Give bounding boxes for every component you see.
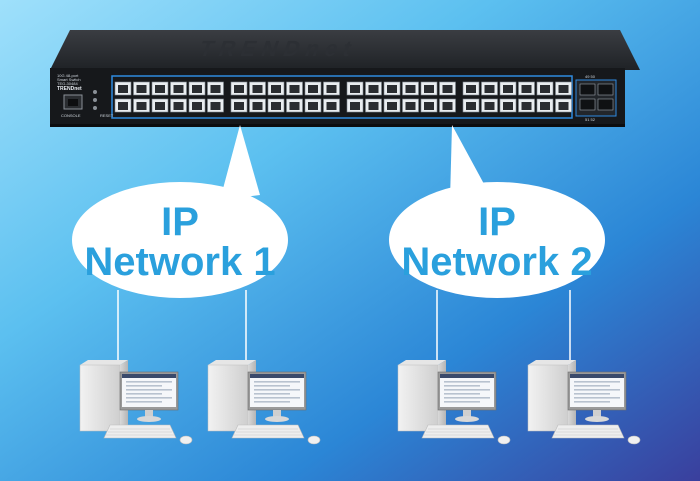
led-indicator (93, 98, 97, 102)
console-label: CONSOLE (61, 113, 81, 118)
mouse (627, 435, 641, 445)
keyboard (103, 424, 177, 439)
keyboard (421, 424, 495, 439)
network-1-label-line1: IP (161, 200, 199, 244)
network-2-label: IP Network 2 (397, 202, 597, 282)
computer (207, 360, 321, 445)
computer (527, 360, 641, 445)
sfp-port (579, 83, 596, 96)
led-indicator (93, 106, 97, 110)
network-switch (50, 30, 640, 127)
sfp-ports (579, 83, 614, 111)
computer (397, 360, 511, 445)
sfp-port (597, 98, 614, 111)
network-2-bubble (389, 125, 605, 298)
port-block-outline (111, 75, 573, 119)
keyboard (551, 424, 625, 439)
network-1-label: IP Network 1 (80, 202, 280, 282)
mouse (497, 435, 511, 445)
ethernet-ports (114, 81, 572, 113)
switch-top-panel (50, 30, 640, 70)
mouse (307, 435, 321, 445)
network-1-label-line2: Network 1 (84, 240, 276, 284)
switch-front-logo: TRENDnet (57, 86, 82, 92)
network-2-label-line1: IP (478, 200, 516, 244)
switch-front-panel (50, 68, 625, 126)
reset-label: RESET (100, 113, 114, 118)
switch-brand-logo: TRENDnet (196, 36, 362, 61)
mouse (179, 435, 193, 445)
sfp-port (579, 98, 596, 111)
cables (117, 290, 571, 365)
network-2-label-line2: Network 2 (401, 240, 593, 284)
computers (79, 360, 641, 445)
keyboard (231, 424, 305, 439)
network-1-bubble (72, 125, 288, 298)
switch-model-label: 10G 48-port Smart Switch TEG-30484 (57, 73, 81, 86)
sfp-label-top: 49 50 (585, 74, 596, 79)
led-indicator (93, 90, 97, 94)
sfp-port (597, 83, 614, 96)
sfp-label-bottom: 51 52 (585, 117, 596, 122)
computer (79, 360, 193, 445)
